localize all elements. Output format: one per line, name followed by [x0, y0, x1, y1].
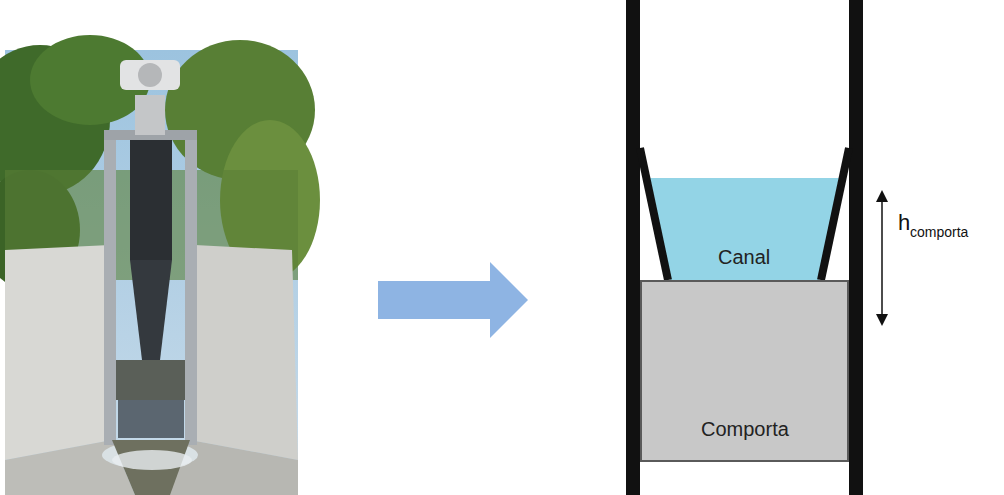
node-label: Comporta — [701, 418, 789, 441]
canal-water: Canal — [640, 176, 849, 280]
node-label: Canal — [718, 246, 770, 269]
wall — [849, 0, 863, 495]
wall — [626, 0, 640, 495]
dimension-line — [881, 196, 883, 320]
dimension-subscript: comporta — [910, 224, 968, 240]
block-arrow — [378, 262, 528, 338]
gate-box: Comporta — [640, 280, 849, 462]
dimension-symbol: h — [898, 210, 910, 236]
